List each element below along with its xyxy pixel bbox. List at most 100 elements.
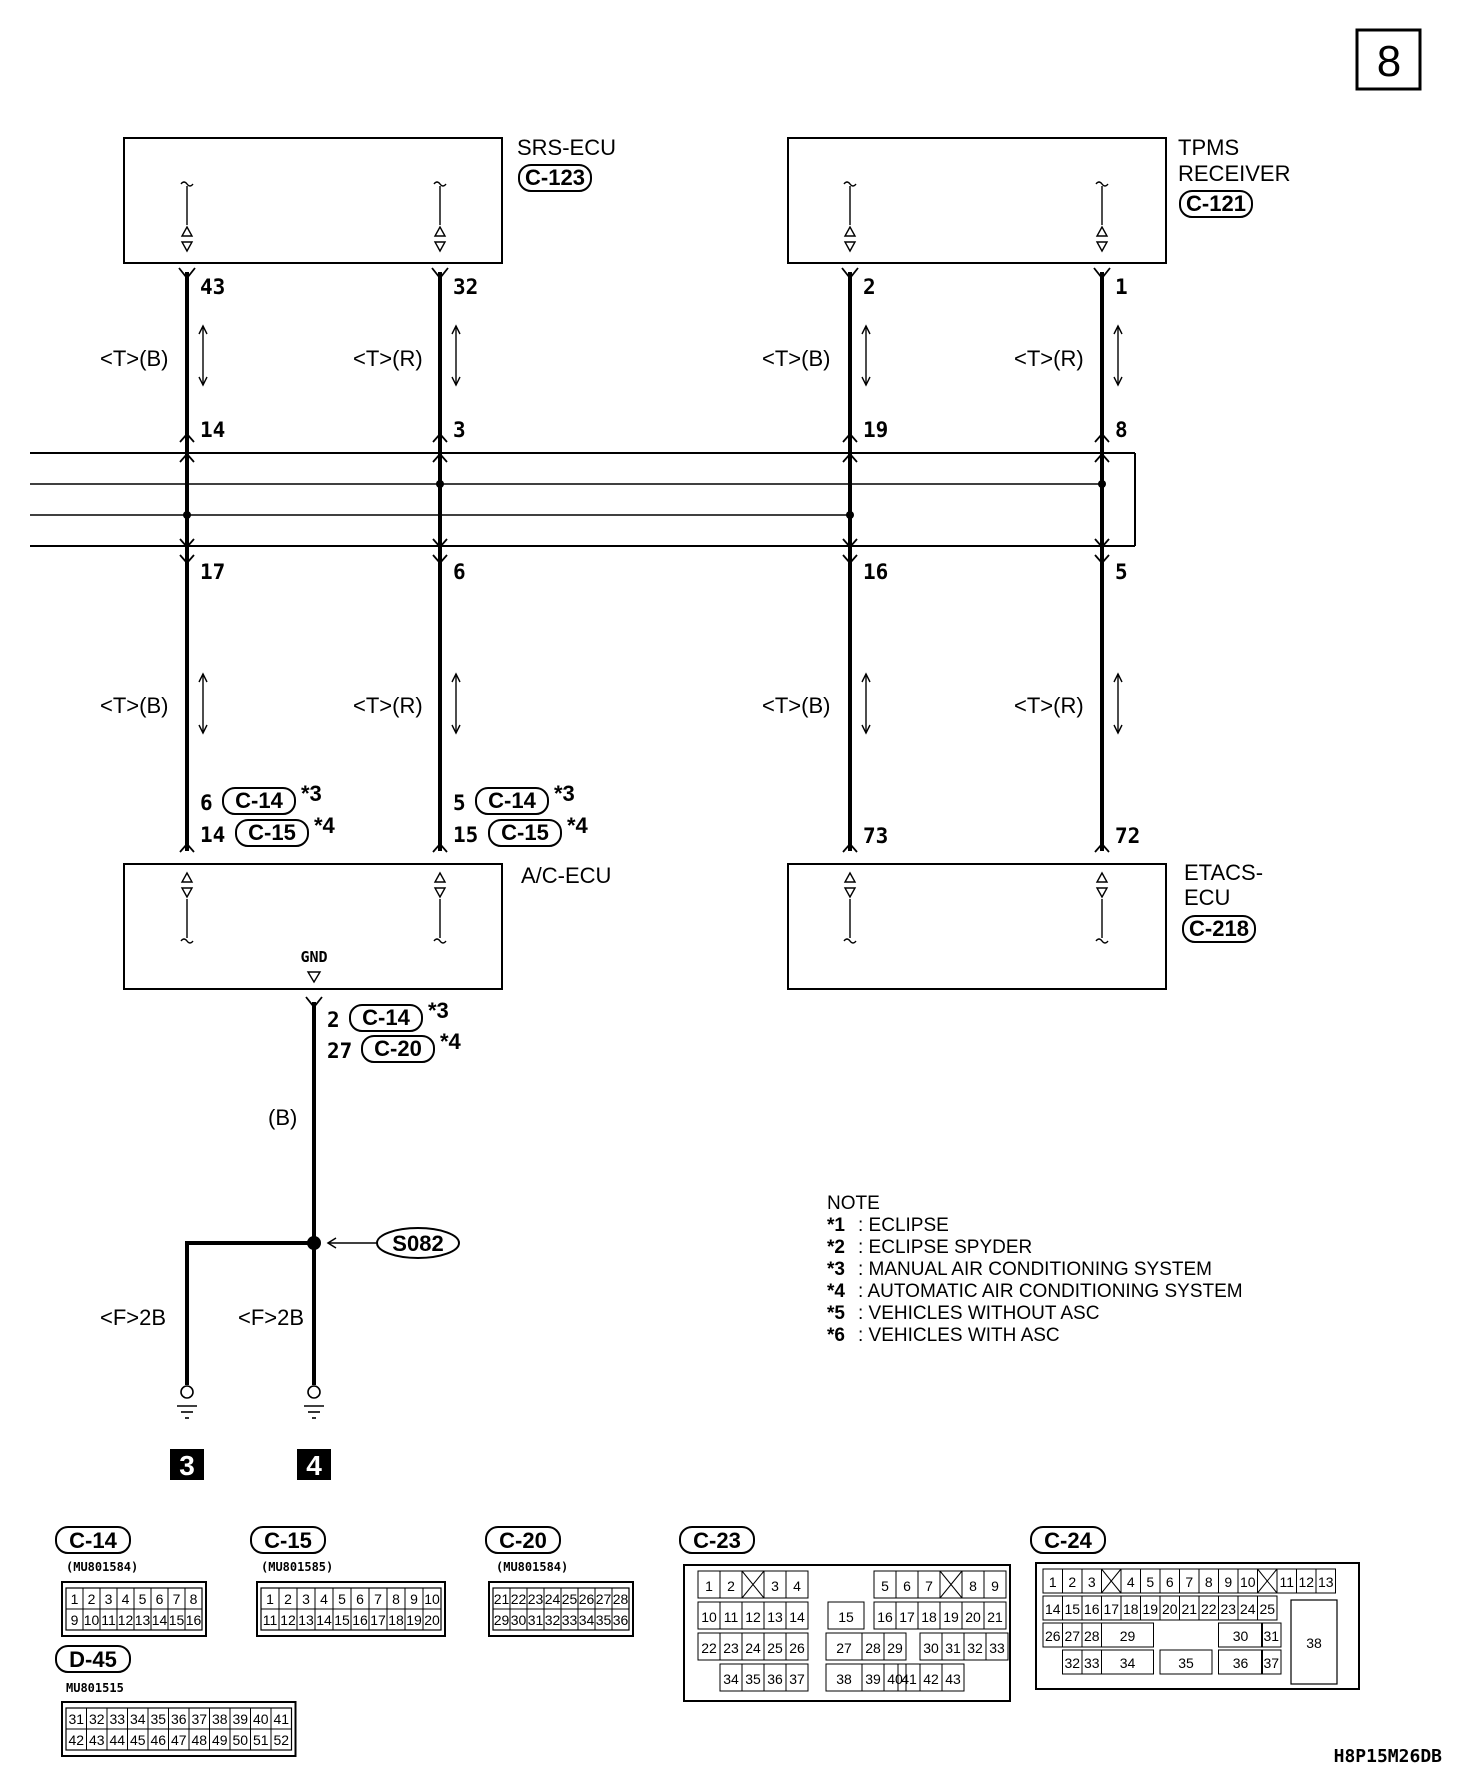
- etacs-ecu[interactable]: ETACS- ECU C-218: [787, 860, 1263, 990]
- ac-ecu[interactable]: A/C-ECU GND: [123, 863, 611, 990]
- ac-w1-b-pin: 14: [200, 823, 225, 847]
- connector-pin-c23: 42: [923, 1671, 939, 1687]
- connector-pin-c15: 18: [388, 1612, 404, 1628]
- connector-pin-c23: 11: [724, 1609, 739, 1625]
- connector-pin-c15: 9: [410, 1591, 418, 1607]
- wire-label-5: <T>(B): [100, 693, 168, 718]
- ac-w2-b-conn: C-15: [501, 820, 549, 845]
- connector-pin-c14: 10: [84, 1612, 100, 1628]
- connector-pin-c23: 28: [865, 1640, 881, 1656]
- connector-pin-c15: 19: [406, 1612, 422, 1628]
- connector-pin-c23: 26: [789, 1640, 805, 1656]
- pin-numbers: 43 32 2 1 14 3 19 8 17 6 16 5 73 72: [200, 275, 1140, 848]
- connector-pin-c24: 32: [1064, 1655, 1080, 1671]
- connector-pin-c15: 2: [284, 1591, 292, 1607]
- connector-pin-c20: 28: [613, 1591, 629, 1607]
- connector-pin-c23: 24: [745, 1640, 761, 1656]
- connector-pin-c24: 35: [1178, 1655, 1194, 1671]
- wire-label-f2b-1: <F>2B: [100, 1305, 166, 1330]
- connector-pin-d45: 33: [109, 1711, 125, 1727]
- connector-pin-c14: 6: [156, 1591, 164, 1607]
- connector-pin-c24: 18: [1123, 1601, 1139, 1617]
- ground-terminals: [177, 1385, 324, 1419]
- tpms-connector-code: C-121: [1186, 191, 1246, 216]
- connector-pin-c24: 34: [1120, 1655, 1136, 1671]
- connector-pin-c23: 10: [701, 1609, 717, 1625]
- srs-ecu[interactable]: SRS-ECU C-123: [123, 135, 616, 264]
- pin-w3-jbot: 16: [863, 560, 888, 584]
- wire-label-7: <T>(B): [762, 693, 830, 718]
- connector-pin-c24: 13: [1318, 1574, 1334, 1590]
- wire-label-ground: (B): [268, 1105, 297, 1130]
- pin-w2-top: 32: [453, 275, 478, 299]
- etacs-label-2: ECU: [1184, 885, 1230, 910]
- connector-pin-c23: 38: [836, 1671, 852, 1687]
- connector-pin-c14: 5: [139, 1591, 147, 1607]
- connector-pin-c14: 15: [169, 1612, 185, 1628]
- pin-w4-bot: 72: [1115, 824, 1140, 848]
- connector-pin-d45: 43: [89, 1732, 105, 1748]
- connector-pin-c20: 29: [494, 1612, 510, 1628]
- connector-pin-c20: 27: [596, 1591, 612, 1607]
- connector-pin-c23: 33: [989, 1640, 1005, 1656]
- connector-pin-c15: 1: [266, 1591, 274, 1607]
- connector-pin-c15: 15: [334, 1612, 350, 1628]
- pin-w2-jbot: 6: [453, 560, 466, 584]
- connector-pin-d45: 49: [212, 1732, 228, 1748]
- note-mark-5: *5: [827, 1303, 845, 1324]
- connector-pin-c15: 14: [316, 1612, 332, 1628]
- joint-dots: [183, 480, 1106, 519]
- tpms-receiver[interactable]: TPMS RECEIVER C-121: [787, 135, 1290, 264]
- ac-pin-callouts: 6 C-14 *3 14 C-15 *4 5 C-14 *3 15 C-15 *…: [200, 781, 589, 1063]
- connector-pin-c20: 30: [511, 1612, 527, 1628]
- connector-pin-d45: 45: [130, 1732, 146, 1748]
- connector-pin-c23: 7: [925, 1578, 933, 1594]
- connector-pin-c15: 6: [356, 1591, 364, 1607]
- connector-pin-c23: 13: [767, 1609, 783, 1625]
- wire-label-6: <T>(R): [353, 693, 423, 718]
- connector-pin-c14: 8: [190, 1591, 198, 1607]
- wire-label-3: <T>(B): [762, 346, 830, 371]
- connector-pin-c24: 8: [1205, 1574, 1213, 1590]
- connector-pin-d45: 38: [212, 1711, 228, 1727]
- ac-w2-b-note: *4: [567, 813, 589, 838]
- connector-pin-c23: 14: [789, 1609, 805, 1625]
- connector-pin-c24: 16: [1084, 1601, 1100, 1617]
- connector-pin-c14: 3: [105, 1591, 113, 1607]
- connector-pin-c24: 1: [1049, 1574, 1057, 1590]
- connector-pin-c24: 11: [1279, 1574, 1294, 1590]
- ac-w1-a-conn: C-14: [235, 788, 283, 813]
- connector-pin-c24: 33: [1084, 1655, 1100, 1671]
- connector-pin-c20: 21: [494, 1591, 510, 1607]
- ground-badge-3: 3: [179, 1450, 195, 1481]
- connector-pin-c24: 38: [1306, 1635, 1322, 1651]
- connector-pin-c14: 9: [71, 1612, 79, 1628]
- connector-pin-c20: 35: [596, 1612, 612, 1628]
- connector-pin-c20: 23: [528, 1591, 544, 1607]
- page-number: 8: [1377, 37, 1401, 86]
- connector-pin-c14: 13: [135, 1612, 151, 1628]
- note-text-1: : ECLIPSE: [858, 1215, 949, 1236]
- connector-pin-c23: 39: [865, 1671, 881, 1687]
- ac-w1-a-note: *3: [301, 781, 322, 806]
- connector-pin-c15: 4: [320, 1591, 328, 1607]
- connector-pin-c24: 24: [1240, 1601, 1256, 1617]
- connector-pin-d45: 48: [191, 1732, 207, 1748]
- note-text-4: : AUTOMATIC AIR CONDITIONING SYSTEM: [858, 1281, 1243, 1302]
- connector-pin-d45: 42: [68, 1732, 84, 1748]
- pin-w4-jbot: 5: [1115, 560, 1128, 584]
- srs-connector-code: C-123: [525, 165, 585, 190]
- connector-name-c15: C-15: [264, 1528, 312, 1553]
- connector-pin-c23: 27: [836, 1640, 852, 1656]
- ac-w2-b-pin: 15: [453, 823, 478, 847]
- connector-name-c24: C-24: [1044, 1528, 1092, 1553]
- connector-pin-c14: 4: [122, 1591, 130, 1607]
- ac-w1-b-conn: C-15: [248, 820, 296, 845]
- pin-w2-jtop: 3: [453, 418, 466, 442]
- connector-pin-c24: 31: [1263, 1628, 1279, 1644]
- connector-name-c20: C-20: [499, 1528, 547, 1553]
- connector-pin-c23: 21: [987, 1609, 1003, 1625]
- connector-pin-c24: 21: [1181, 1601, 1197, 1617]
- connector-pin-c23: 12: [745, 1609, 761, 1625]
- connector-pin-c20: 33: [562, 1612, 578, 1628]
